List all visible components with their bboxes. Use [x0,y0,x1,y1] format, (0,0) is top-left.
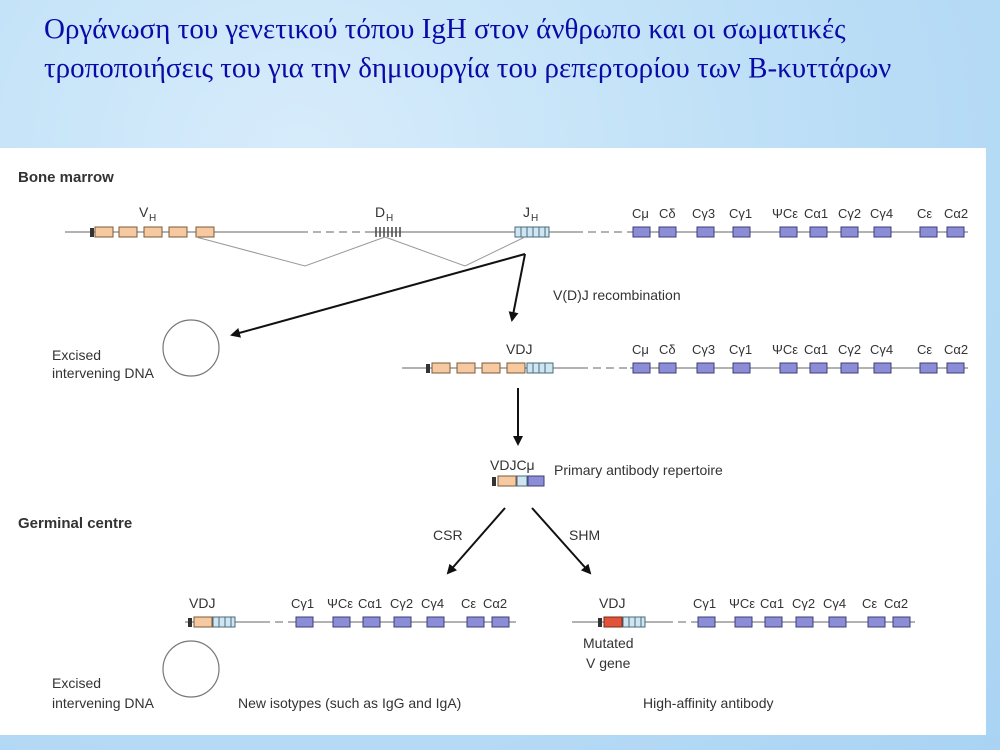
vdjcmu-label: VDJCμ [490,457,535,473]
gene-label: Cγ3 [692,206,715,221]
csr-arrow [446,507,506,575]
vdj-label: VDJ [189,595,215,611]
gene-label: Cα1 [358,596,382,611]
mutated-label: V gene [586,655,631,671]
gene-label: Cγ2 [838,342,861,357]
excision-arrow [230,253,526,338]
vdj-label: VDJ [599,595,625,611]
section-germinal-centre: Germinal centre [18,515,132,532]
gene-label: Cγ1 [729,342,752,357]
gene-label: Cα2 [483,596,507,611]
primary-repertoire-label: Primary antibody repertoire [554,462,723,478]
vh-label: V [139,204,149,220]
excised-label: Excised [52,347,101,363]
dh-label: D [375,204,385,220]
gene-label: Cγ2 [792,596,815,611]
gene-label: Cα2 [944,342,968,357]
gene-label: ΨCε [327,596,353,611]
germline-locus: V H D H J H Cμ Cδ Cγ3 Cγ1 ΨCε Cα1 Cγ2 Cγ… [65,204,968,267]
gene-label: Cγ4 [870,206,893,221]
jh-label: J [523,204,530,220]
new-isotypes-label: New isotypes (such as IgG and IgA) [238,695,461,711]
gene-label: Cγ1 [291,596,314,611]
high-affinity-label: High-affinity antibody [643,695,773,711]
vdjcmu-transcript [492,475,545,487]
gene-label: Cγ2 [390,596,413,611]
recombination-arrow [508,253,526,322]
vdj-recombination-label: V(D)J recombination [553,287,681,303]
dh-segments [375,227,401,237]
gene-label: Cε [461,596,476,611]
igh-locus-diagram: Bone marrow Germinal centre [18,169,968,711]
gene-label: Cγ4 [421,596,444,611]
excised-label: intervening DNA [52,695,155,711]
vdj-rearranged-locus: VDJ Cμ Cδ Cγ3 Cγ1 ΨCε Cα1 Cγ2 Cγ4 Cε Cα2 [402,341,968,374]
jh-subscript: H [531,213,538,224]
gene-label: Cε [917,342,932,357]
gene-label: Cγ1 [729,206,752,221]
gene-label: ΨCε [772,206,798,221]
shm-label: SHM [569,527,600,543]
csr-label: CSR [433,527,463,543]
constant-segments-row1 [632,226,965,238]
gene-label: Cγ3 [692,342,715,357]
mutated-label: Mutated [583,635,634,651]
gene-label: Cε [862,596,877,611]
gene-label: Cα2 [884,596,908,611]
section-bone-marrow: Bone marrow [18,169,114,186]
gene-label: Cγ4 [823,596,846,611]
slide-title: Οργάνωση του γενετικού τόπου IgH στον άν… [44,13,892,84]
gene-label: ΨCε [772,342,798,357]
shm-arrow [531,507,592,575]
excised-dna-circle [162,640,220,698]
gene-label: Cα2 [944,206,968,221]
excised-dna-circle [162,319,220,377]
gene-label: Cμ [632,206,649,221]
mutated-locus: VDJ Cγ1 ΨCε Cα1 Cγ2 Cγ4 Cε Cα2 [572,595,915,628]
jh-segments [514,226,550,238]
vh-segments [90,226,215,238]
excised-label: intervening DNA [52,365,155,381]
gene-label: Cγ2 [838,206,861,221]
gene-label: Cμ [632,342,649,357]
gene-label: Cε [917,206,932,221]
excised-label: Excised [52,675,101,691]
gene-label: Cα1 [804,206,828,221]
class-switched-locus: VDJ Cγ1 ΨCε Cα1 Cγ2 Cγ4 Cε Cα2 [185,595,516,628]
gene-label: ΨCε [729,596,755,611]
diagram-panel: Bone marrow Germinal centre [0,148,986,735]
vh-subscript: H [149,213,156,224]
gene-label: Cγ1 [693,596,716,611]
gene-label: Cα1 [804,342,828,357]
gene-label: Cα1 [760,596,784,611]
gene-label: Cδ [659,342,676,357]
gene-label: Cγ4 [870,342,893,357]
dh-subscript: H [386,213,393,224]
gene-label: Cδ [659,206,676,221]
constant-segments-row2 [632,362,965,374]
vdj-label: VDJ [506,341,532,357]
